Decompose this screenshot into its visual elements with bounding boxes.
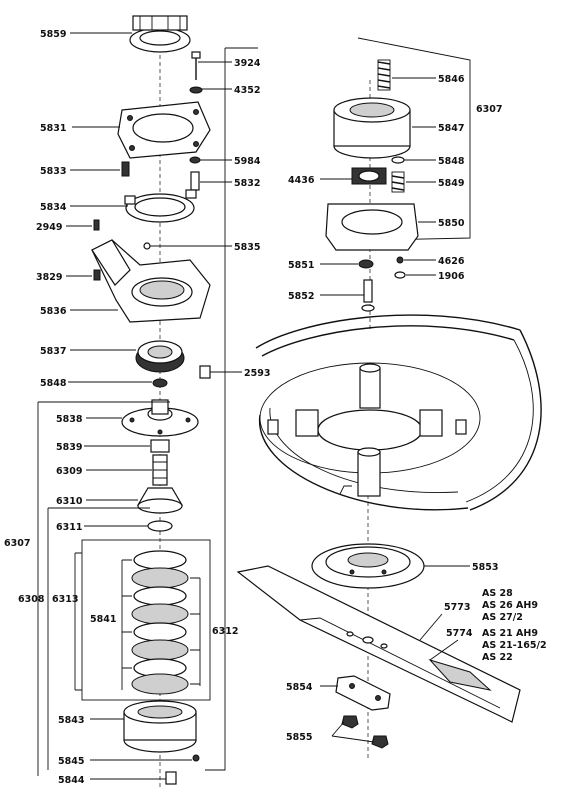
part-6310-cone — [136, 487, 184, 514]
part-4626-pin — [396, 256, 404, 264]
part-5848-washer-right — [391, 156, 405, 164]
label-5855: 5855 — [286, 732, 312, 743]
label-5852: 5852 — [288, 291, 314, 302]
label-5832: 5832 — [234, 178, 260, 189]
part-5834-ring — [124, 189, 197, 223]
part-5851-washer — [358, 259, 374, 269]
part-6311-ring — [147, 520, 173, 532]
label-5839: 5839 — [56, 442, 82, 453]
bracket-5841 — [121, 559, 132, 690]
part-5838-flange — [121, 399, 199, 437]
part-5832-sleeve — [190, 171, 200, 191]
model-as-21-ah9: AS 21 AH9 — [482, 628, 538, 639]
part-5843-hub — [123, 700, 197, 753]
label-5848-left: 5848 — [40, 378, 67, 389]
label-5831: 5831 — [40, 123, 66, 134]
part-5844-nut — [165, 771, 177, 785]
label-4436: 4436 — [288, 175, 315, 186]
bracket-6307-left — [37, 401, 170, 776]
label-2593: 2593 — [244, 368, 270, 379]
model-as-21-165-2: AS 21-165/2 — [482, 640, 547, 651]
label-5853: 5853 — [472, 562, 498, 573]
label-5859: 5859 — [40, 29, 66, 40]
part-4352-washer — [189, 86, 203, 94]
label-5854: 5854 — [286, 682, 313, 693]
model-as-28: AS 28 — [482, 588, 513, 599]
model-as-27-2: AS 27/2 — [482, 612, 523, 623]
leader-lines — [66, 32, 470, 780]
label-2949: 2949 — [36, 222, 62, 233]
part-5848-washer-left — [152, 378, 168, 388]
part-5841-discs — [131, 550, 189, 695]
part-5853-disc — [311, 543, 425, 589]
part-3924-bolt — [191, 51, 201, 80]
clutch-pack-frame — [81, 539, 211, 701]
part-5835-ball — [143, 242, 151, 250]
label-6310: 6310 — [56, 496, 83, 507]
part-5847-drum — [333, 97, 411, 159]
label-3924: 3924 — [234, 58, 261, 69]
part-4436-bearing — [351, 167, 387, 185]
part-5852-bolt — [361, 279, 375, 312]
label-5841: 5841 — [90, 614, 116, 625]
model-as-22: AS 22 — [482, 652, 513, 663]
label-4352: 4352 — [234, 85, 260, 96]
part-2593-bushing — [199, 365, 211, 379]
part-5773-blade — [236, 565, 521, 723]
part-5837-bearing — [135, 340, 185, 373]
label-5838: 5838 — [56, 414, 83, 425]
part-2949-pin — [93, 219, 100, 231]
label-4626: 4626 — [438, 256, 465, 267]
part-3829-screw — [93, 269, 101, 281]
label-6312: 6312 — [212, 626, 238, 637]
label-5850: 5850 — [438, 218, 465, 229]
part-1906-nut — [394, 271, 406, 279]
label-5773: 5773 — [444, 602, 470, 613]
bracket-6313 — [74, 552, 82, 691]
part-6309-shaft — [150, 439, 170, 486]
label-5851: 5851 — [288, 260, 314, 271]
part-5836-housing — [91, 239, 211, 323]
bracket-6307-right — [357, 37, 471, 241]
part-5849-spring — [391, 171, 405, 193]
model-as-26-ah9: AS 26 AH9 — [482, 600, 538, 611]
label-6313: 6313 — [52, 594, 78, 605]
label-6307-left: 6307 — [4, 538, 30, 549]
label-6311: 6311 — [56, 522, 82, 533]
label-5846: 5846 — [438, 74, 465, 85]
label-6308: 6308 — [18, 594, 45, 605]
label-5774: 5774 — [446, 628, 473, 639]
assembly-bracket — [205, 47, 258, 771]
part-5854-bracket — [335, 675, 391, 711]
label-5836: 5836 — [40, 306, 67, 317]
label-5845: 5845 — [58, 756, 84, 767]
label-6307-right: 6307 — [476, 104, 502, 115]
part-5831-plate — [117, 101, 211, 159]
part-5833-screw — [121, 161, 130, 177]
label-5834: 5834 — [40, 202, 67, 213]
label-5849: 5849 — [438, 178, 464, 189]
label-5844: 5844 — [58, 775, 85, 786]
part-5845-ball — [192, 754, 200, 762]
label-5837: 5837 — [40, 346, 66, 357]
label-5847: 5847 — [438, 123, 464, 134]
label-1906: 1906 — [438, 271, 465, 282]
label-5984: 5984 — [234, 156, 261, 167]
label-3829: 3829 — [36, 272, 62, 283]
bracket-6312 — [190, 577, 201, 686]
mower-deck — [255, 314, 542, 511]
bracket-6308 — [47, 507, 150, 770]
part-5855-bolts — [341, 715, 389, 749]
part-5846-spring — [377, 59, 391, 91]
label-5835: 5835 — [234, 242, 260, 253]
label-5843: 5843 — [58, 715, 84, 726]
part-5859-cap — [129, 15, 191, 53]
label-5848-right: 5848 — [438, 156, 465, 167]
label-6309: 6309 — [56, 466, 82, 477]
part-5984-washer — [189, 156, 201, 164]
label-5833: 5833 — [40, 166, 66, 177]
part-5850-flange — [325, 203, 419, 251]
